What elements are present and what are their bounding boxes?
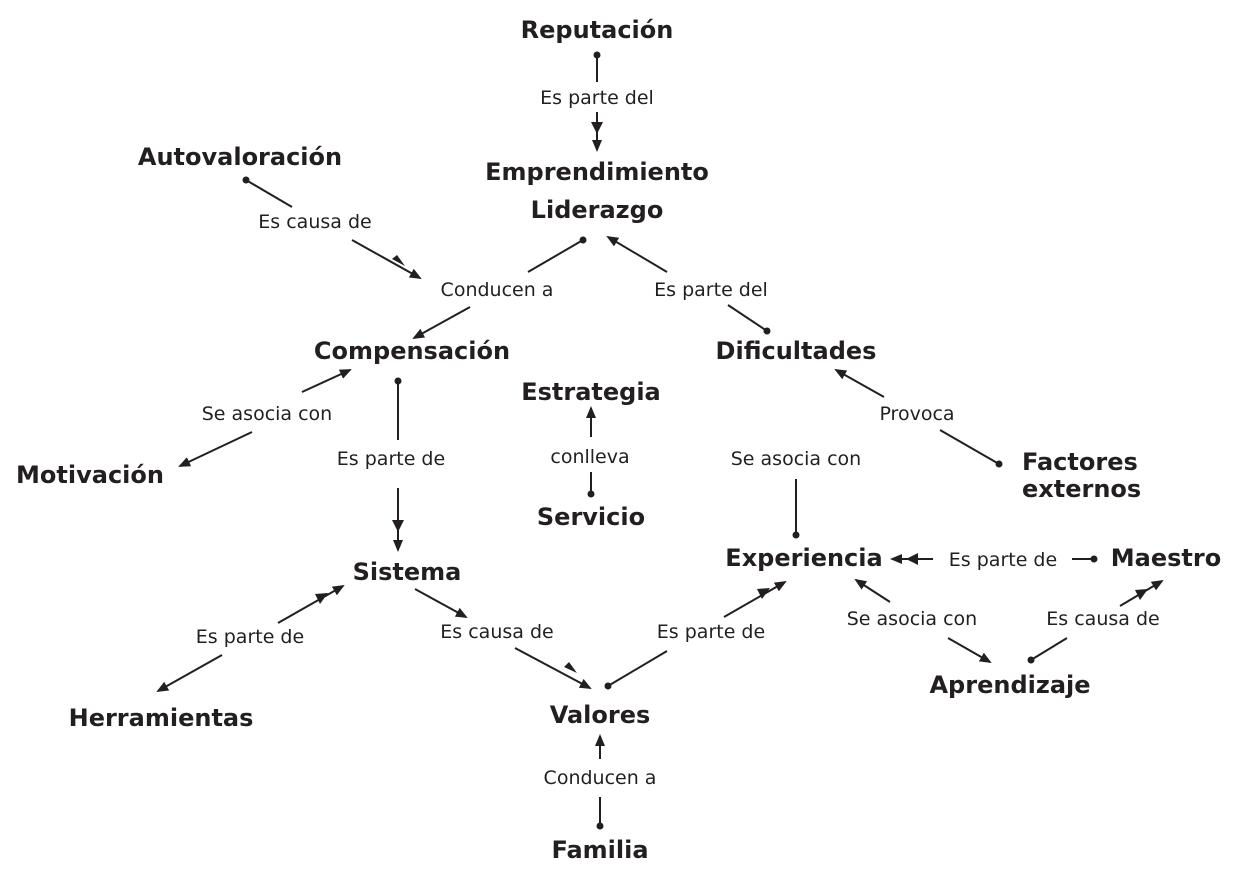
relation-servicio-estrategia: conlleva: [550, 446, 629, 468]
relation-reputacion-emprendimiento: Es parte del: [540, 87, 654, 109]
relation-maestro-experiencia: Es parte de: [949, 549, 1057, 571]
node-sistema: Sistema: [353, 558, 462, 586]
node-familia: Familia: [551, 836, 648, 864]
node-servicio: Servicio: [537, 503, 645, 531]
relation-liderazgo-compensacion: Conducen a: [441, 279, 554, 301]
relation-familia-valores: Conducen a: [544, 767, 657, 789]
relation-experiencia-aprendizaje: Se asocia con: [847, 608, 977, 630]
relation-valores-experiencia: Es parte de: [657, 621, 765, 643]
relation-autovaloracion-compensacion: Es causa de: [258, 211, 371, 233]
edge-aprendizaje-maestro: [1027, 579, 1164, 664]
edges: [156, 51, 1164, 830]
edge-experiencia-dificultades: [792, 479, 800, 539]
edge-liderazgo-compensacion: [412, 236, 587, 339]
edge-compensacion-motivacion: [178, 369, 352, 467]
relation-sistema-valores: Es causa de: [440, 621, 553, 643]
edge-autovaloracion-compensacion: [242, 176, 422, 279]
edge-reputacion-emprendimiento: [591, 51, 603, 152]
edge-sistema-herramientas: [156, 585, 345, 692]
node-estrategia: Estrategia: [521, 378, 661, 406]
node-reputacion: Reputación: [521, 16, 674, 44]
edge-sistema-valores: [414, 588, 592, 689]
edge-familia-valores: [595, 734, 605, 830]
edge-experiencia-aprendizaje: [854, 578, 992, 663]
relation-compensacion-sistema: Es parte de: [337, 448, 445, 470]
node-motivacion: Motivación: [16, 461, 164, 489]
node-maestro: Maestro: [1111, 544, 1221, 572]
edge-servicio-estrategia: [586, 406, 596, 498]
node-experiencia: Experiencia: [725, 544, 882, 572]
edge-factores-dificultades: [834, 369, 1003, 468]
node-factores-externos-line2: externos: [1022, 475, 1141, 503]
relation-experiencia-dificultades: Se asocia con: [731, 448, 861, 470]
node-factores-externos-line1: Factores: [1022, 448, 1138, 476]
node-herramientas: Herramientas: [69, 704, 254, 732]
edge-maestro-experiencia: [890, 553, 1098, 565]
edge-dificultades-liderazgo: [606, 235, 771, 335]
node-aprendizaje: Aprendizaje: [929, 671, 1090, 699]
relation-sistema-herramientas: Es parte de: [196, 626, 304, 648]
relation-factores-dificultades: Provoca: [879, 403, 954, 425]
relation-labels: Es parte del Es causa de Conducen a Es p…: [196, 87, 1160, 789]
node-liderazgo: Liderazgo: [531, 196, 664, 224]
node-valores: Valores: [550, 701, 651, 729]
node-emprendimiento: Emprendimiento: [485, 158, 709, 186]
node-autovaloracion: Autovaloración: [138, 143, 342, 171]
node-compensacion: Compensación: [314, 337, 510, 365]
relation-compensacion-motivacion: Se asocia con: [202, 403, 332, 425]
relation-dificultades-liderazgo: Es parte del: [654, 279, 768, 301]
node-dificultades: Dificultades: [716, 337, 877, 365]
concept-nodes: Reputación Emprendimiento Liderazgo Auto…: [16, 16, 1221, 864]
edge-valores-experiencia: [604, 581, 787, 690]
edge-compensacion-sistema: [392, 377, 404, 552]
relation-aprendizaje-maestro: Es causa de: [1046, 608, 1159, 630]
